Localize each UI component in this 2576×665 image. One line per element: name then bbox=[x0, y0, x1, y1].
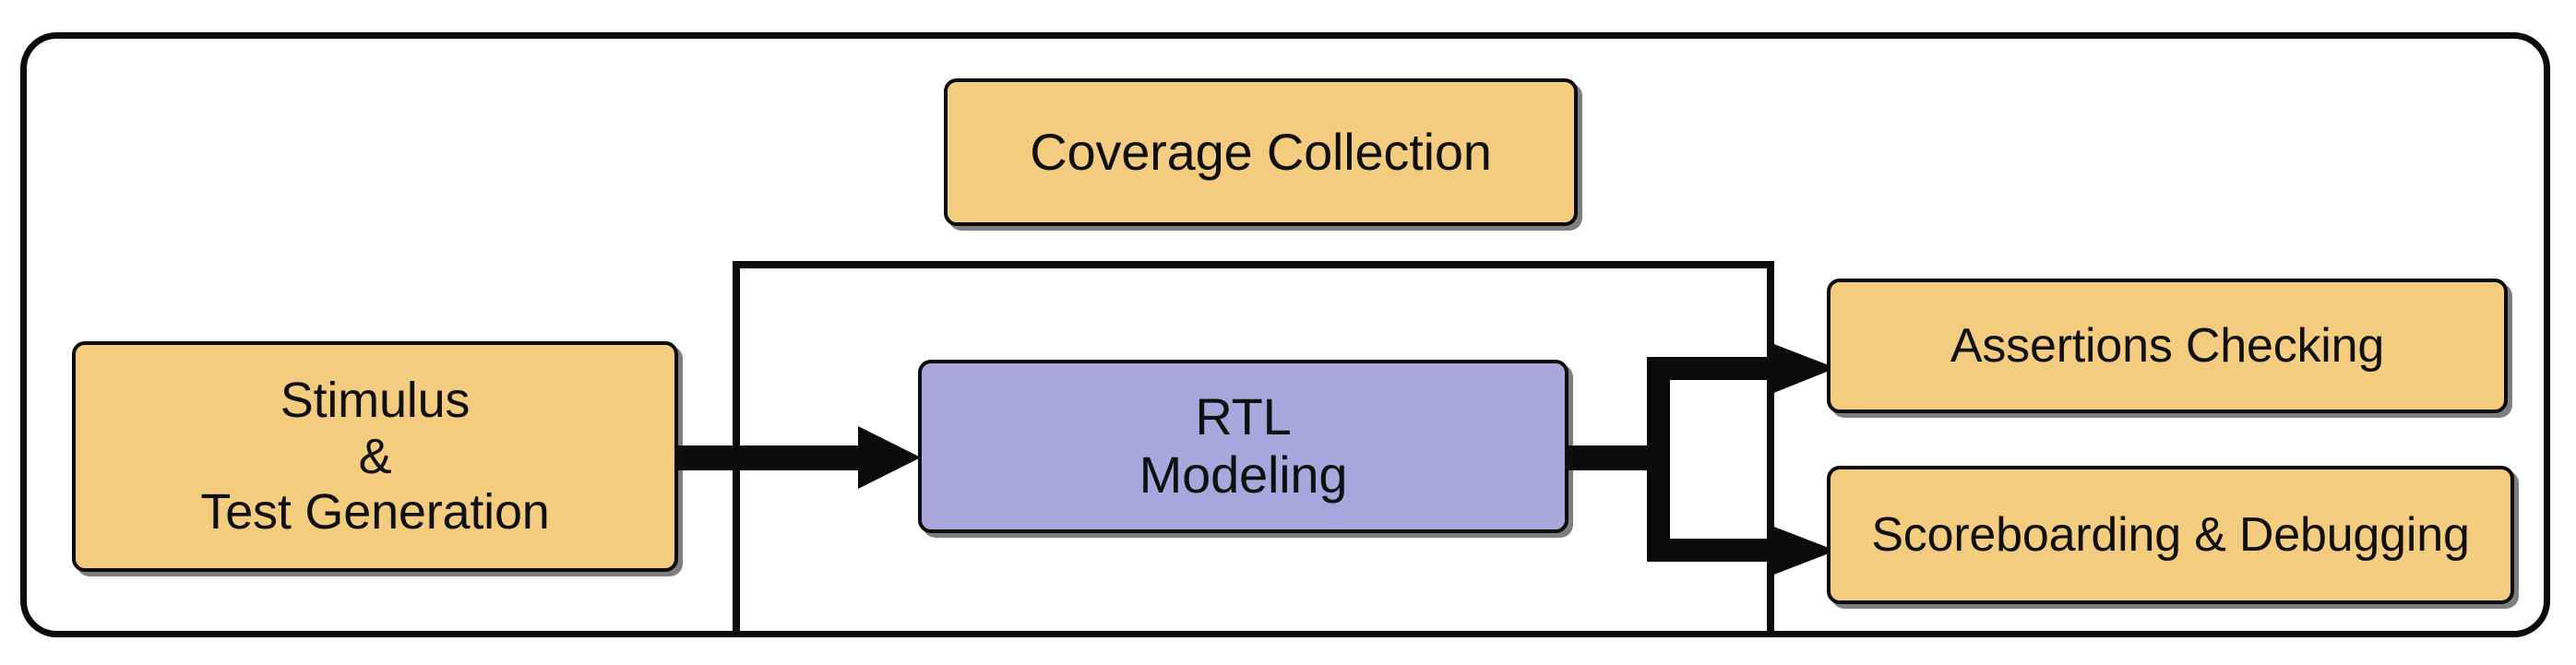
node-rtl-modeling-label: RTL Modeling bbox=[1139, 387, 1348, 504]
verification-environment-boundary bbox=[20, 32, 2550, 637]
node-scoreboarding-debugging-label: Scoreboarding & Debugging bbox=[1871, 507, 2470, 562]
node-scoreboarding-debugging[interactable]: Scoreboarding & Debugging bbox=[1827, 466, 2514, 604]
node-stimulus-test-generation[interactable]: Stimulus & Test Generation bbox=[72, 341, 678, 572]
node-coverage-collection[interactable]: Coverage Collection bbox=[944, 78, 1578, 226]
node-assertions-checking-label: Assertions Checking bbox=[1950, 318, 2385, 373]
connector-stimulus-to-rtl bbox=[666, 426, 921, 489]
node-rtl-modeling[interactable]: RTL Modeling bbox=[918, 360, 1568, 533]
node-stimulus-test-generation-label: Stimulus & Test Generation bbox=[200, 373, 550, 540]
node-coverage-collection-label: Coverage Collection bbox=[1030, 122, 1492, 181]
connector-rtl-split-bus bbox=[1567, 357, 1785, 562]
connector-rtl-to-scoreboarding bbox=[1771, 526, 1836, 576]
connector-rtl-to-assertions bbox=[1771, 343, 1836, 394]
node-assertions-checking[interactable]: Assertions Checking bbox=[1827, 279, 2508, 413]
